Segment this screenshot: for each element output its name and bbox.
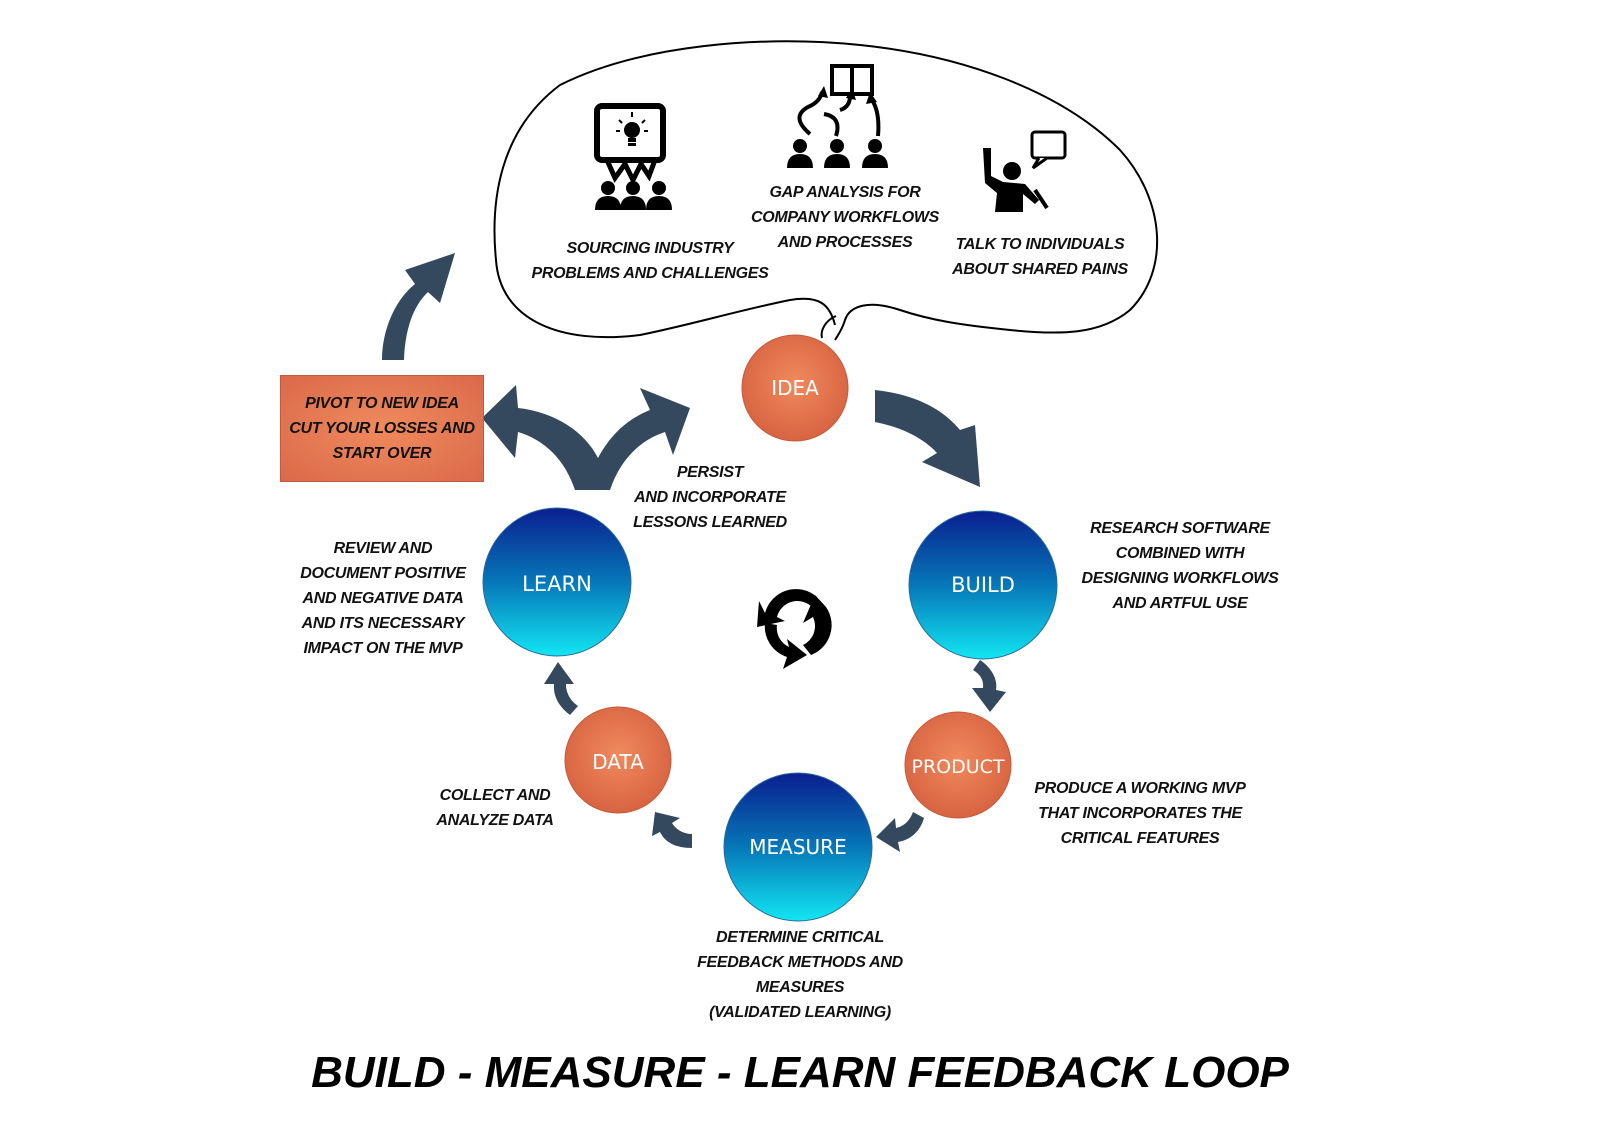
measure-node[interactable]	[723, 772, 873, 922]
label-line: PROBLEMS AND CHALLENGES	[531, 265, 769, 282]
label-line: CRITICAL FEATURES	[1060, 830, 1220, 847]
label-line: COMPANY WORKFLOWS	[750, 209, 940, 226]
label-line: AND ARTFUL USE	[1112, 595, 1248, 612]
diagram-title: BUILD - MEASURE - LEARN FEEDBACK LOOP	[311, 1048, 1289, 1097]
build-node[interactable]	[908, 510, 1058, 660]
cloud-item-talk-label: TALK TO INDIVIDUALS ABOUT SHARED PAINS	[935, 232, 1145, 282]
idea-to-build-arrow	[875, 390, 980, 487]
label-line: IMPACT ON THE MVP	[303, 640, 463, 657]
product-description: PRODUCE A WORKING MVP THAT INCORPORATES …	[1025, 776, 1255, 851]
idea-thought-cloud	[493, 40, 1159, 341]
label-line: FEEDBACK METHODS AND	[697, 954, 903, 971]
label-line: LESSONS LEARNED	[633, 514, 787, 531]
book-arrows-group-icon	[787, 64, 888, 168]
idea-node[interactable]	[741, 334, 849, 442]
label-line: AND INCORPORATE	[634, 489, 786, 506]
persist-description: PERSIST AND INCORPORATE LESSONS LEARNED	[620, 460, 800, 535]
label-line: AND NEGATIVE DATA	[302, 590, 464, 607]
label-line: COLLECT AND	[439, 787, 551, 804]
learn-description: REVIEW AND DOCUMENT POSITIVE AND NEGATIV…	[288, 536, 478, 661]
label-line: REVIEW AND	[333, 540, 433, 557]
product-node[interactable]	[904, 711, 1012, 819]
data-to-learn-arrow	[544, 662, 578, 715]
product-to-measure-arrow	[876, 812, 924, 852]
data-node[interactable]	[564, 706, 672, 814]
idea-node-label: IDEA	[771, 376, 819, 400]
pivot-to-cloud-arrow	[382, 253, 455, 360]
presentation-lightbulb-audience-icon	[594, 103, 672, 210]
learn-node-label: LEARN	[522, 572, 592, 596]
label-line: RESEARCH SOFTWARE	[1090, 520, 1270, 537]
label-line: PIVOT TO NEW IDEA	[305, 395, 459, 412]
pivot-box: PIVOT TO NEW IDEA CUT YOUR LOSSES AND ST…	[280, 375, 484, 482]
label-line: PERSIST	[676, 464, 744, 481]
learn-node[interactable]	[482, 507, 632, 657]
pivot-text: PIVOT TO NEW IDEA CUT YOUR LOSSES AND ST…	[289, 391, 475, 466]
label-line: (VALIDATED LEARNING)	[709, 1004, 891, 1021]
measure-to-data-arrow	[652, 812, 692, 848]
label-line: GAP ANALYSIS FOR	[769, 184, 921, 201]
cloud-tail	[820, 315, 837, 339]
label-line: COMBINED WITH	[1115, 545, 1245, 562]
label-line: THAT INCORPORATES THE	[1038, 805, 1242, 822]
label-line: DETERMINE CRITICAL	[716, 929, 884, 946]
label-line: AND PROCESSES	[777, 234, 913, 251]
label-line: PRODUCE A WORKING MVP	[1034, 780, 1246, 797]
label-line: CUT YOUR LOSSES AND	[289, 420, 475, 437]
cycle-arrows-icon	[757, 589, 832, 669]
data-node-label: DATA	[592, 750, 644, 774]
build-description: RESEARCH SOFTWARE COMBINED WITH DESIGNIN…	[1070, 516, 1290, 616]
person-raising-hand-speech-icon	[983, 130, 1067, 212]
label-line: MEASURES	[755, 979, 845, 996]
cloud-item-sourcing-label: SOURCING INDUSTRY PROBLEMS AND CHALLENGE…	[520, 236, 780, 286]
label-line: TALK TO INDIVIDUALS	[955, 236, 1125, 253]
pivot-persist-fork-arrow	[482, 385, 690, 490]
data-description: COLLECT AND ANALYZE DATA	[420, 783, 570, 833]
label-line: DOCUMENT POSITIVE	[300, 565, 466, 582]
label-line: DESIGNING WORKFLOWS	[1081, 570, 1279, 587]
label-line: START OVER	[332, 445, 432, 462]
label-line: ANALYZE DATA	[436, 812, 554, 829]
label-line: AND ITS NECESSARY	[301, 615, 465, 632]
product-node-label: PRODUCT	[911, 756, 1005, 778]
measure-node-label: MEASURE	[749, 835, 847, 859]
label-line: SOURCING INDUSTRY	[566, 240, 734, 257]
label-line: ABOUT SHARED PAINS	[952, 261, 1128, 278]
cloud-item-gap-analysis-label: GAP ANALYSIS FOR COMPANY WORKFLOWS AND P…	[740, 180, 950, 255]
measure-description: DETERMINE CRITICAL FEEDBACK METHODS AND …	[690, 925, 910, 1025]
build-node-label: BUILD	[951, 573, 1015, 597]
build-to-product-arrow	[972, 660, 1006, 712]
